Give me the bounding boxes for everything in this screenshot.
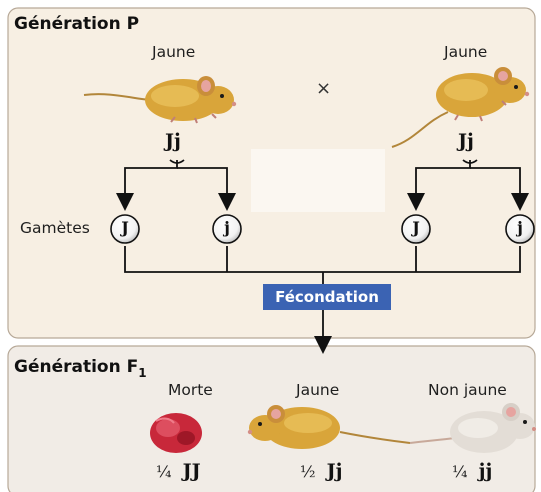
- gamete-4-allele: j: [506, 216, 534, 240]
- parent-right-phenotype: Jaune: [444, 43, 487, 61]
- parent-left-phenotype: Jaune: [152, 43, 195, 61]
- offspring-2-ratio: ½ Jj: [300, 460, 342, 482]
- gamete-1-allele: J: [111, 216, 139, 240]
- embryo-dead-icon: [150, 413, 202, 453]
- offspring-1-ratio: ¼ JJ: [156, 460, 201, 482]
- gamete-1: J: [111, 216, 139, 244]
- generation-f1-title-sub: 1: [138, 366, 146, 380]
- offspring-3-phenotype: Non jaune: [428, 381, 507, 399]
- offspring-1-phenotype: Morte: [168, 381, 213, 399]
- offspring-2-genotype: Jj: [327, 460, 343, 482]
- parent-right-genotype: Jj: [458, 130, 474, 152]
- parent-left-genotype: Jj: [165, 130, 181, 152]
- cross-symbol: ×: [316, 78, 331, 99]
- offspring-3-genotype: jj: [479, 460, 493, 482]
- offspring-3-ratio: ¼ jj: [452, 460, 492, 482]
- offspring-1-fraction: ¼: [156, 462, 172, 481]
- gamete-3-allele: J: [402, 216, 430, 240]
- gamete-3: J: [402, 216, 430, 244]
- offspring-2-phenotype: Jaune: [296, 381, 339, 399]
- blank-patch: [251, 149, 385, 212]
- gamete-2: j: [213, 216, 241, 244]
- gametes-label: Gamètes: [20, 219, 90, 237]
- offspring-1-genotype: JJ: [183, 460, 201, 482]
- fecondation-label: Fécondation: [263, 284, 391, 310]
- gamete-2-allele: j: [213, 216, 241, 240]
- generation-f1-title: Génération F1: [14, 357, 147, 377]
- offspring-2-fraction: ½: [300, 462, 316, 481]
- offspring-3-fraction: ¼: [452, 462, 468, 481]
- generation-p-title: Génération P: [14, 14, 139, 34]
- gamete-4: j: [506, 216, 534, 244]
- generation-f1-title-main: Génération F: [14, 357, 138, 377]
